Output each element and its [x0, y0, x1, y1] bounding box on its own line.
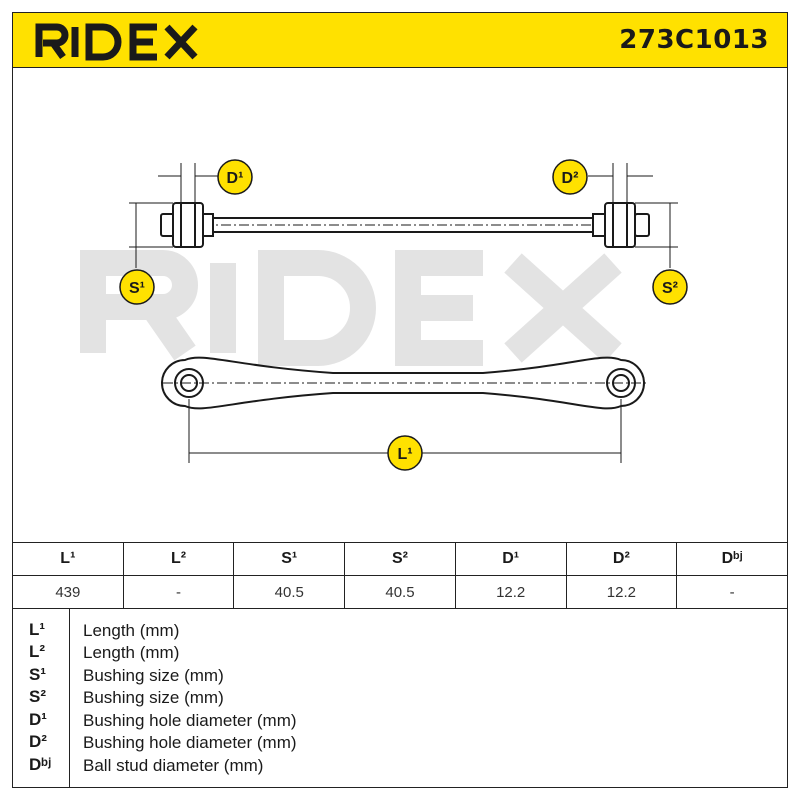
- legend-symbol: L¹: [29, 620, 46, 639]
- spec-value-cell: 12.2: [454, 575, 567, 609]
- label-d1-text: D¹: [227, 170, 244, 187]
- legend-item: D¹ Bushing hole diameter (mm): [13, 710, 789, 732]
- spec-value-cell: 40.5: [344, 575, 456, 609]
- spec-header-cell: S¹: [233, 542, 346, 576]
- label-s1-text: S¹: [129, 280, 145, 297]
- technical-drawing-area: D¹ D² S¹ S² L¹: [12, 68, 788, 542]
- legend-symbol: D¹: [29, 710, 47, 729]
- legend-text: Bushing size (mm): [83, 666, 224, 685]
- spec-header-cell: D²: [565, 542, 678, 576]
- label-d1: D¹: [217, 159, 253, 195]
- ridex-watermark: [80, 250, 622, 366]
- label-l1-text: L¹: [397, 446, 412, 463]
- spec-table: L¹ L² S¹ S² D¹ D² Dᵇʲ 439 - 40.5 40.5 12…: [12, 542, 788, 609]
- legend-item: D² Bushing hole diameter (mm): [13, 732, 789, 754]
- legend-item: Dᵇʲ Ball stud diameter (mm): [13, 755, 789, 777]
- legend-text: Bushing hole diameter (mm): [83, 711, 297, 730]
- legend-symbol: Dᵇʲ: [29, 755, 52, 774]
- label-d2: D²: [552, 159, 588, 195]
- legend-symbol: L²: [29, 642, 46, 661]
- legend-symbol: D²: [29, 732, 47, 751]
- spec-table-value-row: 439 - 40.5 40.5 12.2 12.2 -: [12, 575, 788, 609]
- legend-divider: [69, 608, 70, 787]
- spec-value-cell: 40.5: [233, 575, 346, 609]
- arm-side-view: [160, 202, 650, 248]
- label-l1: L¹: [387, 435, 423, 471]
- legend-text: Bushing hole diameter (mm): [83, 733, 297, 752]
- legend-text: Length (mm): [83, 643, 180, 662]
- label-s2-text: S²: [662, 280, 678, 297]
- spec-value-cell: -: [676, 575, 788, 609]
- spec-table-header-row: L¹ L² S¹ S² D¹ D² Dᵇʲ: [12, 542, 788, 576]
- legend-text: Bushing size (mm): [83, 688, 224, 707]
- legend-item: L² Length (mm): [13, 642, 789, 664]
- legend-text: Ball stud diameter (mm): [83, 756, 264, 775]
- spec-value-cell: 439: [12, 575, 124, 609]
- part-number: 273C1013: [619, 25, 769, 55]
- dimension-lines-side: [129, 163, 678, 268]
- legend-item: S² Bushing size (mm): [13, 687, 789, 709]
- arm-top-view: [161, 356, 647, 410]
- label-d2-text: D²: [562, 170, 579, 187]
- legend-symbol: S²: [29, 687, 46, 706]
- spec-header-cell: L²: [122, 542, 235, 576]
- legend-item: S¹ Bushing size (mm): [13, 665, 789, 687]
- spec-value-cell: -: [122, 575, 235, 609]
- spec-header-cell: Dᵇʲ: [676, 542, 788, 576]
- legend-symbol: S¹: [29, 665, 46, 684]
- legend-item: L¹ Length (mm): [13, 620, 789, 642]
- logo-text: RIDEX: [123, 58, 126, 60]
- spec-value-cell: 12.2: [565, 575, 678, 609]
- spec-header-cell: L¹: [12, 542, 124, 576]
- label-s1: S¹: [119, 269, 155, 305]
- spec-header-cell: S²: [344, 542, 456, 576]
- technical-drawing: D¹ D² S¹ S² L¹: [80, 159, 688, 471]
- legend-text: Length (mm): [83, 621, 180, 640]
- ridex-logo: RIDEX: [35, 23, 198, 61]
- header-bar: RIDEX 273C1013: [12, 12, 788, 68]
- label-s2: S²: [652, 269, 688, 305]
- legend: L¹ Length (mm) L² Length (mm) S¹ Bushing…: [12, 608, 788, 788]
- spec-header-cell: D¹: [454, 542, 567, 576]
